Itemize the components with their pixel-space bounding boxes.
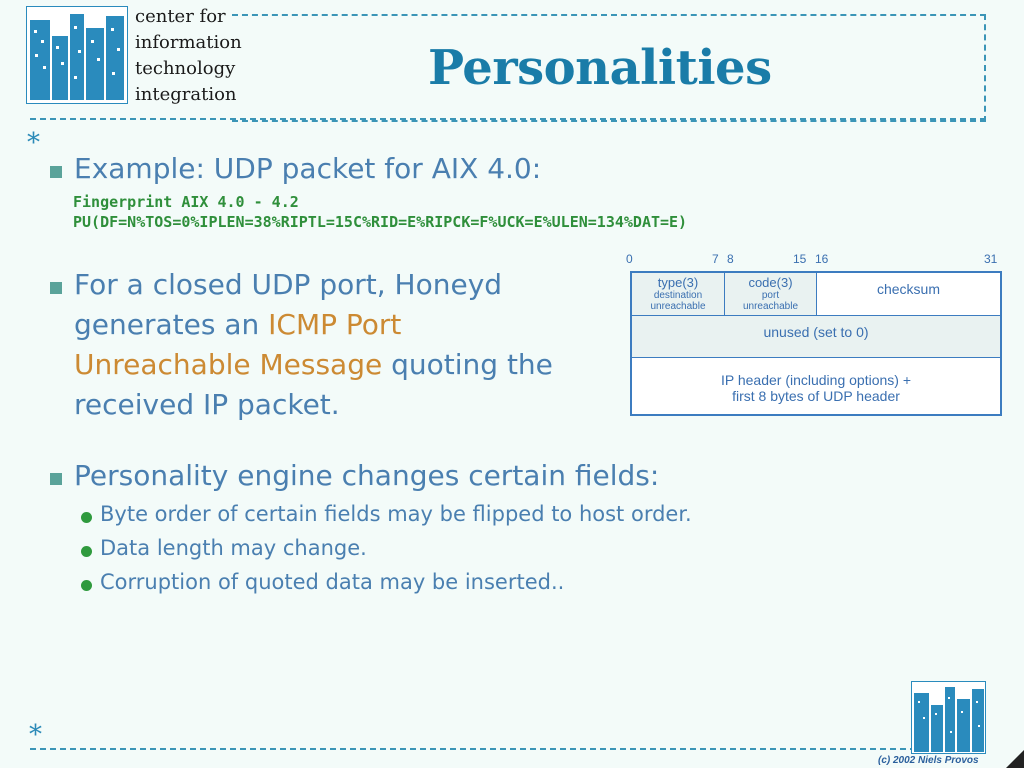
text-segment: generates an	[74, 308, 269, 341]
ip-header-label: IP header (including options) +	[720, 372, 912, 388]
icmp-header-diagram: type(3) destination unreachable code(3) …	[630, 271, 1002, 416]
org-line: center for	[135, 6, 226, 27]
round-bullet-icon	[81, 512, 92, 523]
square-bullet-icon	[50, 282, 62, 294]
ruler-8: 8	[727, 252, 734, 266]
code-sub: port	[761, 290, 780, 301]
sub-bullet-byte-order: Byte order of certain fields may be flip…	[100, 502, 692, 526]
copyright-notice: (c) 2002 Niels Provos	[878, 755, 979, 766]
text-line: received IP packet.	[74, 388, 340, 421]
ruler-7: 7	[712, 252, 719, 266]
checksum-label: checksum	[876, 281, 941, 297]
text-line: Unreachable Message quoting the	[74, 345, 614, 385]
code-line: Fingerprint AIX 4.0 - 4.2	[73, 193, 299, 211]
citi-footer-logo	[910, 680, 987, 755]
type-sub: destination	[653, 290, 703, 301]
checksum-field: checksum	[817, 273, 1000, 316]
ruler-31: 31	[984, 252, 998, 266]
code-sub: unreachable	[742, 301, 799, 312]
bullet-udp-example: Example: UDP packet for AIX 4.0:	[74, 152, 542, 185]
code-line: PU(DF=N%TOS=0%IPLEN=38%RIPTL=15C%RID=E%R…	[73, 213, 688, 231]
bottom-divider	[30, 748, 986, 750]
code-field: code(3) port unreachable	[725, 273, 817, 316]
ruler-15: 15	[793, 252, 807, 266]
ruler-0: 0	[626, 252, 633, 266]
sub-bullet-corruption: Corruption of quoted data may be inserte…	[100, 570, 565, 594]
unused-field: unused (set to 0)	[632, 316, 1000, 358]
type-label: type(3)	[657, 275, 699, 290]
square-bullet-icon	[50, 473, 62, 485]
round-bullet-icon	[81, 546, 92, 557]
asterisk-icon: *	[27, 128, 40, 158]
text-line: generates an ICMP Port	[74, 305, 614, 345]
type-sub: unreachable	[650, 301, 706, 312]
org-line: integration	[135, 84, 237, 105]
slide-title: Personalities	[428, 40, 772, 96]
org-name: center for information technology integr…	[135, 4, 242, 108]
sub-bullet-data-length: Data length may change.	[100, 536, 367, 560]
bullet-closed-port: For a closed UDP port, Honeyd generates …	[74, 265, 614, 425]
ip-header-label: first 8 bytes of UDP header	[732, 388, 900, 404]
bullet-personality-engine: Personality engine changes certain field…	[74, 459, 660, 492]
round-bullet-icon	[81, 580, 92, 591]
page-corner	[1006, 750, 1024, 768]
text-line: For a closed UDP port, Honeyd	[74, 268, 503, 301]
type-field: type(3) destination unreachable	[632, 273, 725, 316]
square-bullet-icon	[50, 166, 62, 178]
title-frame	[232, 14, 986, 122]
text-segment: quoting the	[382, 348, 553, 381]
org-line: technology	[135, 58, 236, 79]
unused-label: unused (set to 0)	[763, 324, 869, 340]
citi-logo	[25, 5, 129, 105]
fingerprint-code: Fingerprint AIX 4.0 - 4.2 PU(DF=N%TOS=0%…	[73, 192, 687, 232]
icmp-highlight: Unreachable Message	[74, 348, 383, 381]
code-label: code(3)	[748, 275, 793, 290]
icmp-highlight: ICMP Port	[268, 308, 402, 341]
asterisk-icon: *	[29, 720, 42, 750]
ruler-16: 16	[815, 252, 829, 266]
top-divider	[30, 118, 986, 120]
ip-header-field: IP header (including options) + first 8 …	[632, 358, 1000, 414]
org-line: information	[135, 32, 242, 53]
